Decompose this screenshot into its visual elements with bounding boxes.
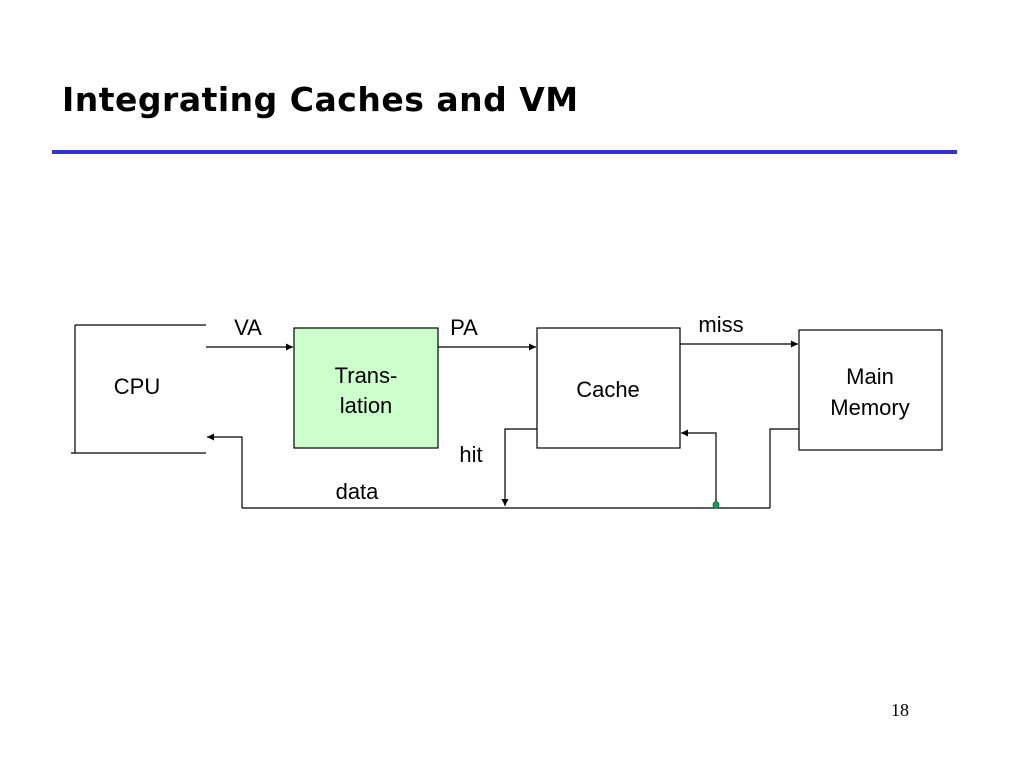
data-label: data — [336, 479, 380, 504]
cache-fill-path — [681, 429, 717, 505]
slide-title: Integrating Caches and VM — [62, 80, 579, 119]
miss-label: miss — [698, 312, 743, 337]
memory-return-path — [769, 428, 799, 508]
page-number: 18 — [891, 700, 909, 720]
main-memory-box — [798, 329, 943, 451]
main-memory-label-line2: Memory — [830, 395, 909, 420]
translation-label-line1: Trans- — [335, 363, 398, 388]
translation-box — [293, 327, 439, 449]
pa-label: PA — [450, 315, 478, 340]
data-return-to-cpu — [207, 433, 243, 508]
translation-node: Trans- lation — [293, 327, 439, 449]
cpu-label: CPU — [114, 374, 160, 399]
hit-label: hit — [459, 442, 482, 467]
cpu-node: CPU — [71, 324, 206, 454]
junction-dot — [712, 501, 720, 509]
main-memory-node: Main Memory — [798, 329, 943, 451]
cache-box — [536, 327, 681, 449]
main-memory-label-line1: Main — [846, 364, 894, 389]
hit-path — [501, 428, 537, 506]
translation-label-line2: lation — [340, 393, 393, 418]
title-underline — [52, 150, 957, 154]
cache-label: Cache — [576, 377, 640, 402]
cache-node: Cache — [536, 327, 681, 449]
va-label: VA — [234, 315, 262, 340]
